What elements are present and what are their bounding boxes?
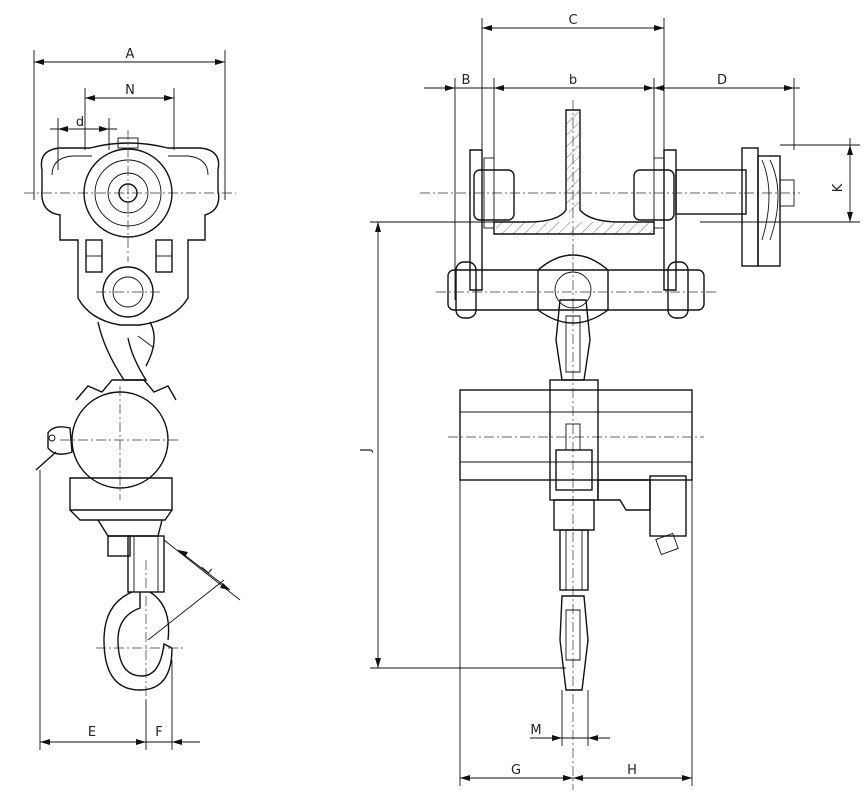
trolley-front-assembly <box>420 149 800 291</box>
dimension-label-N: N <box>125 83 135 98</box>
suspension-axle <box>96 266 160 318</box>
dimension-M: M <box>530 690 610 746</box>
dimension-G-H: G H <box>459 480 693 786</box>
hoist-body-front <box>448 379 704 556</box>
trolley-wheel-side <box>83 130 173 262</box>
dimension-label-E: E <box>88 725 96 740</box>
dimension-label-H: H <box>627 763 637 778</box>
dimension-label-C: C <box>568 13 577 28</box>
dimension-J: J <box>359 221 566 669</box>
load-chain-and-hook-front <box>553 499 595 691</box>
side-view: A N d <box>24 47 241 750</box>
dimension-label-K: K <box>831 183 846 192</box>
dimension-label-B: B <box>462 73 471 88</box>
dimension-N: N <box>84 83 175 150</box>
i-beam-section <box>493 100 655 790</box>
dimension-label-M: M <box>530 723 541 738</box>
dimension-L: L <box>147 539 241 641</box>
dimension-label-L: L <box>199 562 216 578</box>
front-view: C B b D K <box>359 13 860 790</box>
hoist-body-side <box>35 379 180 557</box>
dimension-label-d: d <box>76 115 84 130</box>
dimension-E-F: E F <box>39 470 200 750</box>
hand-chain-wheel <box>741 147 795 267</box>
dimension-A: A <box>33 47 226 200</box>
dimension-B-b-D: B b D <box>424 73 800 300</box>
dimension-d: d <box>50 115 117 170</box>
load-hook-side <box>96 535 184 700</box>
dimension-label-b: b <box>569 73 577 88</box>
guide-rollers <box>85 239 173 273</box>
dimension-label-F: F <box>155 725 162 740</box>
dimension-label-A: A <box>126 47 135 62</box>
cross-shaft <box>436 254 716 324</box>
trolley-side-frame <box>24 142 236 326</box>
dimension-label-D: D <box>717 73 727 88</box>
dimension-label-G: G <box>511 763 521 778</box>
dimension-label-J: J <box>359 448 374 453</box>
upper-suspension-hook <box>97 321 155 381</box>
